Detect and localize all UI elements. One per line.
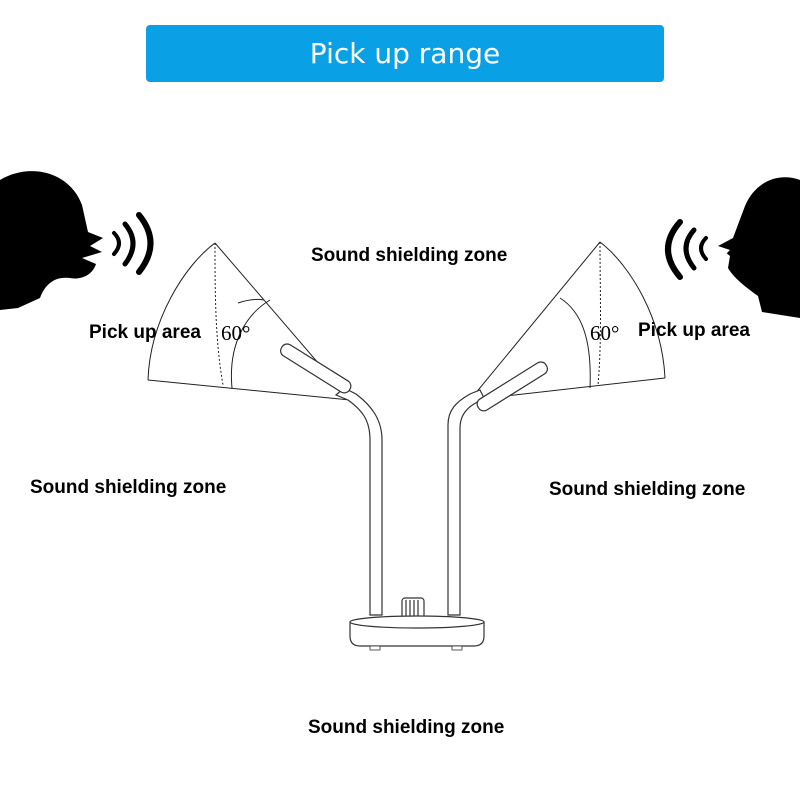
sound-shielding-zone-bottom: Sound shielding zone xyxy=(308,717,505,738)
pickup-area-label-left: Pick up area xyxy=(89,322,201,343)
right-speaking-head-icon xyxy=(718,177,800,318)
gooseneck-microphone-icon xyxy=(280,343,548,651)
right-sound-waves-icon xyxy=(665,219,708,280)
left-speaking-head-icon xyxy=(0,171,103,310)
pickup-angle-right: 60° xyxy=(590,321,620,345)
pickup-angle-left: 60° xyxy=(221,321,251,345)
sound-shielding-zone-right: Sound shielding zone xyxy=(549,479,746,500)
sound-shielding-zone-left: Sound shielding zone xyxy=(30,477,227,498)
sound-shielding-zone-top: Sound shielding zone xyxy=(311,245,508,266)
title-banner: Pick up range xyxy=(146,25,664,82)
pickup-area-label-right: Pick up area xyxy=(638,320,750,341)
page-title: Pick up range xyxy=(309,37,501,70)
left-sound-waves-icon xyxy=(112,212,154,275)
